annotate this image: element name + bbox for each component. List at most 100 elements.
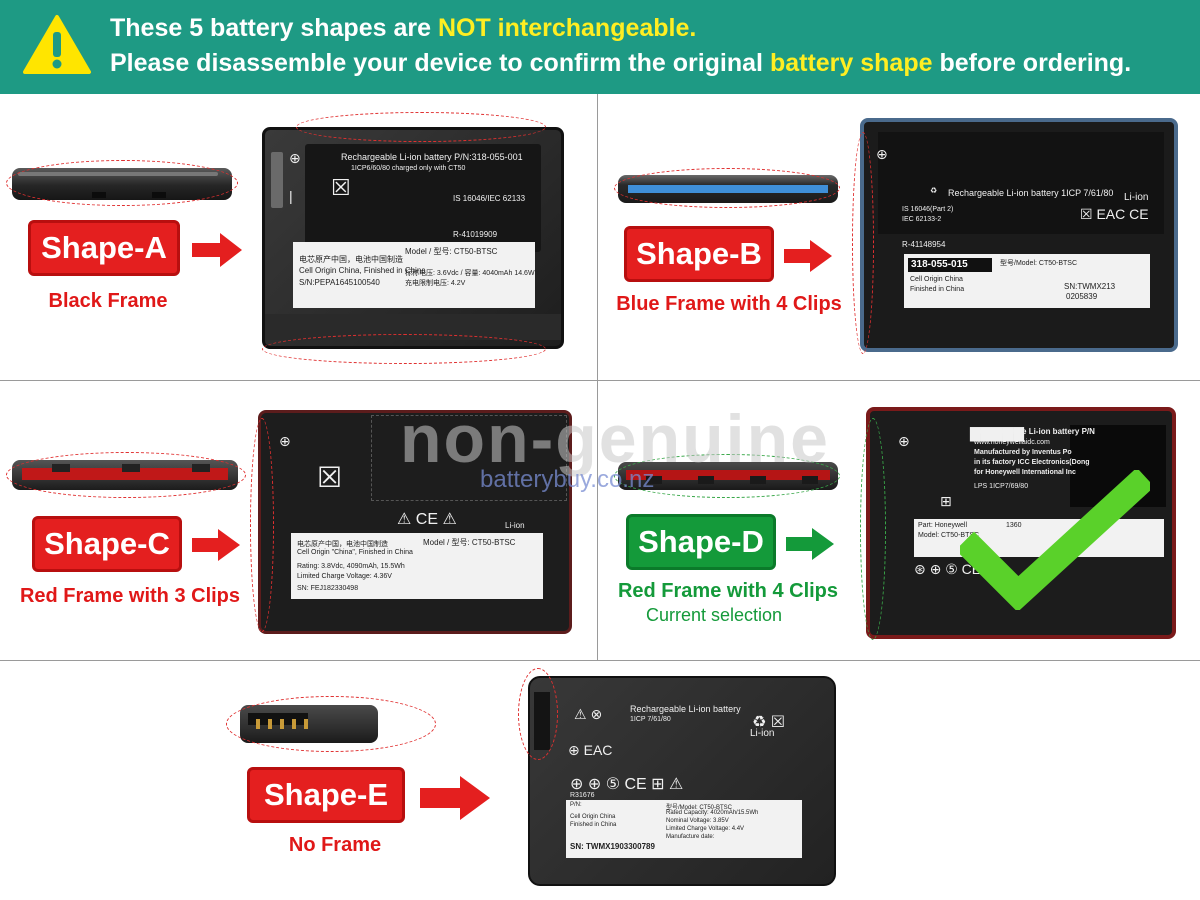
shape-b-description: Blue Frame with 4 Clips [616, 293, 842, 315]
shape-c-battery-sticker: Model / 型号: CT50-BTSC 电芯原产中国，电池中国制造 Cell… [291, 533, 543, 599]
check-mark-icon [960, 470, 1150, 610]
shape-e-battery-mfg: Manufacture date: [666, 834, 715, 840]
shape-d-current-selection: Current selection [645, 605, 783, 625]
watermark-site: batterybuy.co.nz [480, 466, 655, 493]
shape-d-battery-lps: LPS 1ICP7/69/80 [974, 483, 1029, 490]
shape-b-battery-sn: SN:TWMX213 [1064, 282, 1116, 291]
headline-line-2: Please disassemble your device to confir… [110, 49, 1131, 78]
shape-a-description: Black Frame [48, 290, 168, 312]
shape-a-battery-standard: IS 16046/IEC 62133 [453, 194, 526, 203]
shape-a-top-highlight [296, 112, 546, 142]
shape-a-battery-rating: 标称电压: 3.6Vdc / 容量: 4040mAh 14.6Wh [405, 270, 539, 277]
shape-b-battery-photo: ⊕ ♻ Rechargeable Li-ion battery 1ICP 7/6… [860, 118, 1178, 352]
shape-a-battery-sn: S/N:PEPA1645100540 [299, 278, 380, 287]
shape-a-battery-charge: 充电限制电压: 4.2V [405, 280, 466, 287]
shape-d-battery-mfr-2: in its factory ICC Electronics(Dong [974, 459, 1090, 466]
shape-a-battery-origin-cn: 电芯原产中国，电池中国制造 [299, 255, 403, 264]
shape-d-battery-title: Rechargeable Li-ion battery P/N [974, 427, 1095, 436]
shape-d-arrow-icon [786, 528, 834, 560]
shape-a-battery-title: Rechargeable Li-ion battery P/N:318-055-… [341, 152, 523, 162]
headline-2-text: Please disassemble your device to confir… [110, 49, 770, 77]
shape-c-battery-limit: Limited Charge Voltage: 4.36V [297, 573, 392, 580]
shape-a-battery-reg: R-41019909 [453, 230, 498, 239]
shape-d-battery-mfr-3: for Honeywell International Inc [974, 469, 1076, 476]
shape-e-battery-reg: R31676 [570, 792, 595, 799]
headline-1-text: These 5 battery shapes are [110, 14, 438, 42]
headline-2-tail: before ordering. [932, 49, 1132, 77]
shape-e-battery-nominal: Nominal Voltage: 3.85V [666, 818, 729, 824]
shape-d-description: Red Frame with 4 Clips [617, 580, 839, 602]
shape-d-battery-sn: 1360 [1006, 522, 1022, 529]
shape-b-edge-highlight [614, 168, 840, 208]
shape-d-edge-highlight [614, 454, 840, 498]
shape-c-edge-highlight [6, 452, 246, 498]
shape-b-battery-model: 型号/Model: CT50-BTSC [1000, 260, 1078, 267]
shape-d-battery-model: Model: CT50-BTSC [918, 532, 980, 539]
shape-e-description: No Frame [288, 834, 382, 856]
shape-c-battery-sn: SN: FEJ182330498 [297, 585, 359, 592]
shape-b-battery-pn: 318-055-015 [908, 258, 992, 272]
shape-c-battery-model: Model / 型号: CT50-BTSC [423, 538, 516, 547]
watermark-text: non-genuine [400, 401, 830, 477]
grid-divider-vertical [597, 94, 598, 660]
shape-d-battery-sticker: Part: Honeywell Model: CT50-BTSC 1360 [914, 519, 1164, 557]
shape-b-battery-reg: R-41148954 [902, 240, 946, 249]
shape-b-battery-std1: IS 16046(Part 2) [902, 206, 954, 213]
shape-b-battery-finish: Finished in China [910, 286, 965, 293]
shape-e-edge-highlight [226, 696, 436, 752]
shape-d-battery-mfr-1: Manufactured by Inventus Po [974, 449, 1072, 456]
shape-e-battery-chem: Li-ion [750, 728, 775, 739]
shape-d-battery-web: www.honeywellaidc.com [974, 439, 1050, 446]
shape-c-battery-origin: Cell Origin "China", Finished in China [297, 549, 413, 556]
shape-a-battery-model: Model / 型号: CT50-BTSC [405, 247, 498, 256]
shape-b-battery-std2: IEC 62133-2 [902, 216, 942, 223]
shape-c-battery-rating: Rating: 3.8Vdc, 4090mAh, 15.5Wh [297, 563, 405, 570]
shape-c-battery-origin-cn: 电芯原产中国，电池中国制造 [297, 541, 388, 548]
shape-a-battery-photo: ⊕ | ☒ Rechargeable Li-ion battery P/N:31… [262, 127, 564, 349]
shape-e-battery-sn: SN: TWMX1903300789 [570, 842, 655, 851]
shape-c-description: Red Frame with 3 Clips [19, 585, 241, 607]
shape-e-battery-finish: Finished in China [570, 822, 617, 828]
shape-e-battery-model: 型号/Model: CT50-BTSC [666, 805, 733, 811]
headline-1-highlight: NOT interchangeable. [437, 14, 697, 42]
shape-a-battery-sticker: Model / 型号: CT50-BTSC 电芯原产中国，电池中国制造 Cell… [293, 242, 539, 308]
shape-e-battery-origin: Cell Origin China [570, 814, 616, 820]
shape-a-bottom-highlight [262, 334, 546, 364]
shape-b-label: Shape-B [624, 226, 774, 282]
shape-c-battery-photo: ⊕ ☒ ⚠ CE ⚠ Li-ion Model / 型号: CT50-BTSC … [258, 410, 572, 634]
shape-e-contact-highlight [518, 668, 558, 760]
shape-e-arrow-icon [420, 776, 490, 820]
shape-e-battery-charge: Limited Charge Voltage: 4.4V [666, 826, 745, 832]
shape-c-label: Shape-C [32, 516, 182, 572]
headline-line-1: These 5 battery shapes are NOT interchan… [110, 14, 696, 43]
shape-b-battery-origin: Cell Origin China [910, 276, 963, 283]
shape-e-battery-title: Rechargeable Li-ion battery [630, 704, 741, 714]
shape-e-battery-cell: 1ICP 7/61/80 [630, 716, 671, 723]
shape-b-battery-lot: 0205839 [1066, 292, 1098, 301]
shape-b-battery-chem: Li-ion [1124, 192, 1149, 203]
shape-b-battery-sticker: 318-055-015 Cell Origin China Finished i… [904, 254, 1150, 308]
shape-e-battery-sticker: P/N: Cell Origin China Finished in China… [566, 800, 802, 858]
shape-c-arrow-icon [192, 529, 240, 561]
shape-e-battery-photo: ⚠ ⊗ Rechargeable Li-ion battery 1ICP 7/6… [528, 676, 836, 886]
shape-d-label: Shape-D [626, 514, 776, 570]
grid-divider-row-1 [0, 380, 1200, 381]
shape-c-clip-highlight [250, 418, 274, 632]
shape-d-battery-part: Part: Honeywell [918, 522, 968, 529]
shape-e-label: Shape-E [247, 767, 405, 823]
shape-a-battery-cell: 1ICP6/60/80 charged only with CT50 [351, 165, 466, 172]
shape-b-battery-title: Rechargeable Li-ion battery 1ICP 7/61/80 [948, 188, 1114, 198]
warning-banner: These 5 battery shapes are NOT interchan… [0, 0, 1200, 94]
grid-divider-row-2 [0, 660, 1200, 661]
shape-b-arrow-icon [784, 240, 832, 272]
shape-e-battery-capacity: Rated Capacity: 4020mAh/15.5Wh [666, 810, 759, 816]
shape-c-battery-chem: Li-ion [505, 521, 525, 530]
warning-icon [23, 15, 91, 74]
shape-a-label: Shape-A [28, 220, 180, 276]
headline-2-highlight: battery shape [769, 49, 933, 77]
shape-a-battery-origin: Cell Origin China, Finished in China [299, 266, 426, 275]
shape-e-battery-pn: P/N: [570, 802, 582, 808]
shape-b-clip-highlight [852, 132, 874, 354]
shape-a-arrow-icon [192, 233, 242, 267]
shape-a-edge-highlight [6, 160, 238, 206]
